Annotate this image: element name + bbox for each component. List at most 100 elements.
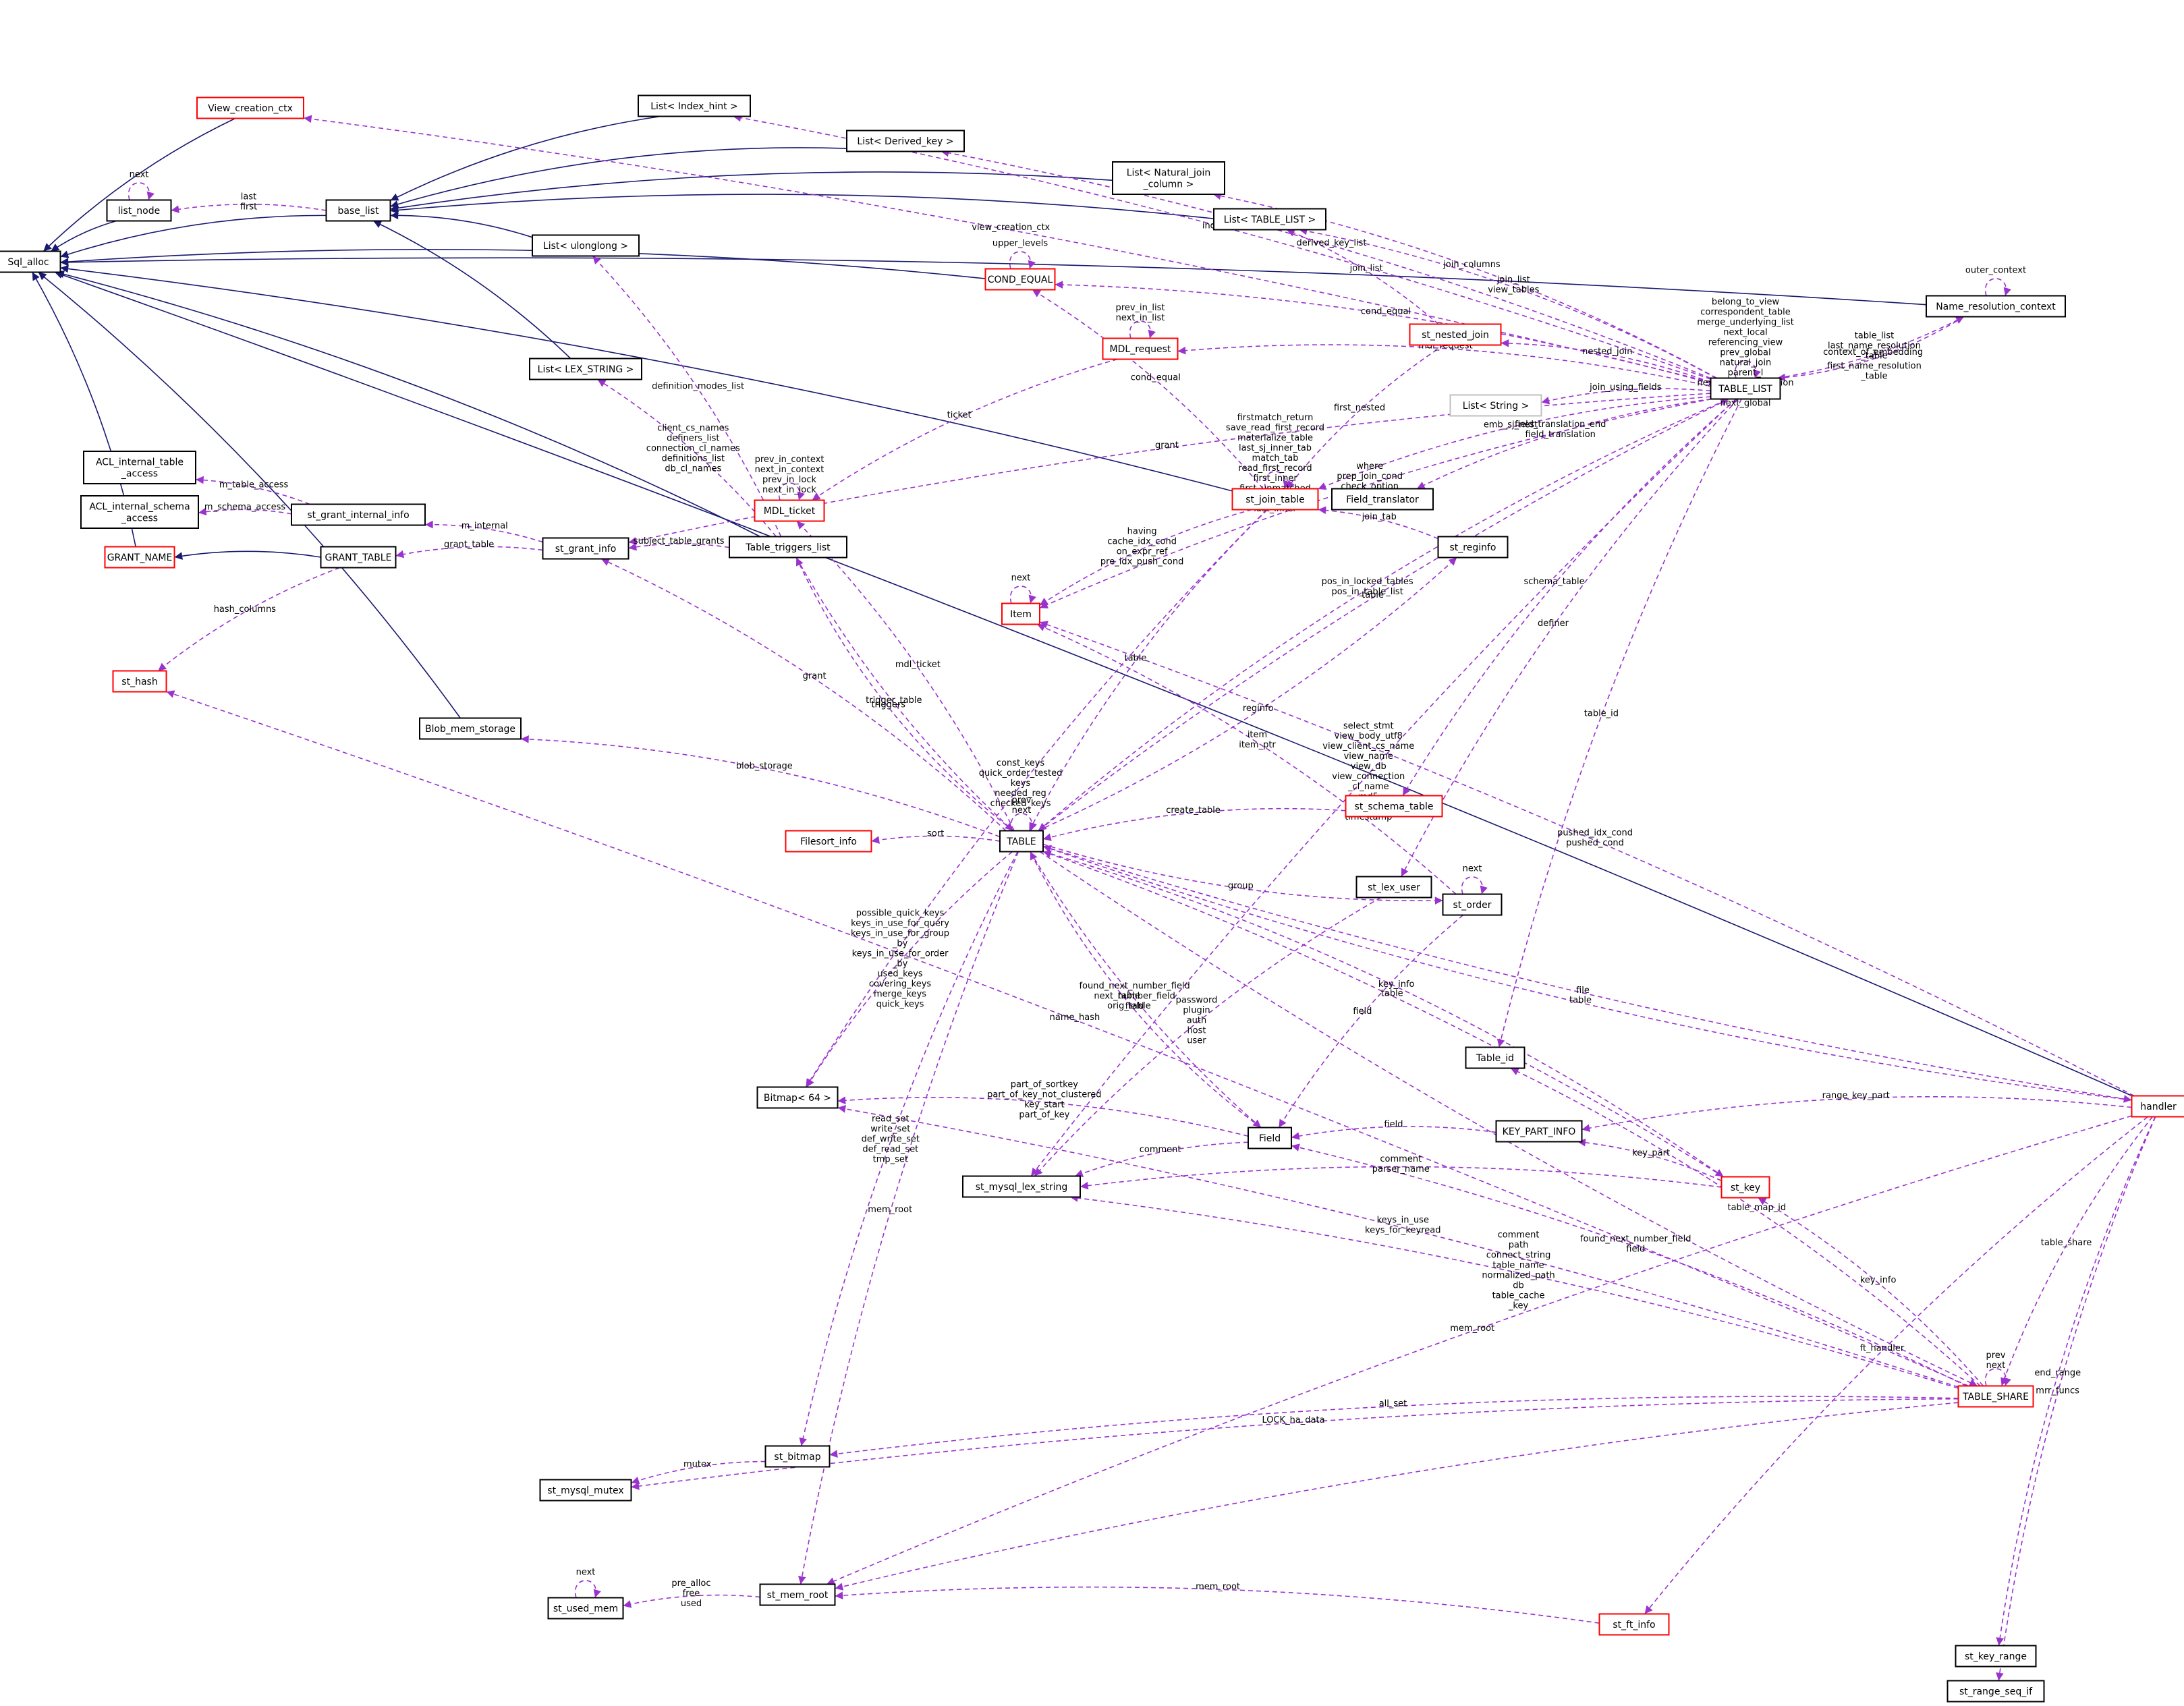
node-box: [1409, 323, 1502, 346]
node-list-table-list[interactable]: List< TABLE_LIST >: [1213, 208, 1326, 231]
node-table-triggers-list[interactable]: Table_triggers_list: [729, 536, 847, 559]
node-label: Field_translator: [1346, 494, 1419, 505]
node-view-creation-ctx[interactable]: View_creation_ctx: [196, 96, 304, 119]
node-st-mysql-mutex[interactable]: st_mysql_mutex: [539, 1479, 632, 1502]
node-bitmap64[interactable]: Bitmap< 64 >: [756, 1086, 839, 1109]
edge-label-table-share-to-st-key: key_info: [1860, 1276, 1897, 1286]
node-list-index-hint[interactable]: List< Index_hint >: [638, 94, 751, 117]
node-st-order[interactable]: st_order: [1442, 893, 1503, 916]
edge-label-table-share-to-st-bitmap: all_set: [1379, 1399, 1407, 1409]
usage-edge-st-mem-root-to-st-used-mem: [623, 1594, 760, 1608]
node-box: [1437, 536, 1509, 559]
node-st-bitmap[interactable]: st_bitmap: [764, 1445, 831, 1468]
node-table-id[interactable]: Table_id: [1465, 1046, 1525, 1069]
usage-edge-st-grant-internal-info-to-acl-internal-schema-access: [198, 507, 292, 516]
node-base-list[interactable]: base_list: [325, 199, 391, 222]
node-grant-table[interactable]: GRANT_TABLE: [320, 546, 397, 569]
edge-label-table-triggers-list-to-st-grant-info: subject_table_grants: [634, 536, 725, 546]
edge-label-table-to-handler: file: [1576, 986, 1590, 996]
node-cond-equal[interactable]: COND_EQUAL: [984, 268, 1056, 291]
node-table-share[interactable]: TABLE_SHARE: [1957, 1385, 2034, 1408]
edge-label-table-list-to-list-string: join_using_fields: [1589, 382, 1662, 393]
node-label: MDL_ticket: [764, 506, 816, 517]
usage-edge-table-to-field: [1030, 851, 1262, 1129]
node-st-hash[interactable]: st_hash: [112, 670, 167, 693]
node-label: List< Derived_key >: [857, 136, 953, 147]
node-st-schema-table[interactable]: st_schema_table: [1345, 795, 1443, 818]
node-box: [1345, 795, 1443, 818]
node-st-join-table[interactable]: st_join_table: [1231, 488, 1319, 511]
node-box: [754, 499, 825, 522]
node-table[interactable]: TABLE: [999, 830, 1044, 853]
node-st-mysql-lex-string[interactable]: st_mysql_lex_string: [962, 1175, 1081, 1198]
node-table-list[interactable]: TABLE_LIST: [1710, 377, 1781, 400]
node-st-ft-info[interactable]: st_ft_info: [1598, 1613, 1670, 1636]
node-sql-alloc[interactable]: Sql_alloc: [0, 250, 61, 273]
edge-label-st-ft-info-to-st-mem-root: mem_root: [1196, 1582, 1240, 1592]
edge-label-table-list-to-table: table: [1362, 590, 1384, 600]
node-acl-internal-table-access[interactable]: ACL_internal_table_access: [83, 451, 196, 484]
node-label: ACL_internal_schema_access: [89, 502, 190, 524]
node-list-derived-key[interactable]: List< Derived_key >: [846, 130, 965, 152]
node-list-natural-join[interactable]: List< Natural_join_column >: [1112, 161, 1225, 195]
node-st-nested-join[interactable]: st_nested_join: [1409, 323, 1502, 346]
edge-label-table-to-mdl-ticket: mdl_ticket: [895, 660, 941, 670]
usage-edge-table-list-to-st-grant-info: [628, 393, 1711, 545]
node-acl-internal-schema-access[interactable]: ACL_internal_schema_access: [80, 495, 199, 529]
usage-edge-table-list-to-st-lex-user: [1401, 398, 1739, 877]
node-box: [1449, 394, 1542, 417]
node-key-part-info[interactable]: KEY_PART_INFO: [1495, 1120, 1583, 1143]
node-st-range-seq-if[interactable]: st_range_seq_if: [1947, 1680, 2045, 1703]
node-blob-mem-storage[interactable]: Blob_mem_storage: [419, 717, 522, 740]
edge-label-table-list-to-list-derived-key: derived_key_list: [1297, 238, 1367, 248]
usage-edge-key-part-info-to-field: [1291, 1126, 1496, 1140]
node-st-key[interactable]: st_key: [1720, 1176, 1770, 1199]
edge-label-table-list-to-st-grant-info: grant: [1155, 440, 1179, 451]
node-name-resolution-context[interactable]: Name_resolution_context: [1926, 295, 2066, 318]
node-st-mem-root[interactable]: st_mem_root: [759, 1583, 836, 1606]
inheritance-edge-view-creation-ctx-to-sql-alloc: [43, 117, 235, 252]
edge-label-st-schema-table-to-table: create_table: [1166, 805, 1221, 816]
edge-label-table-list-to-list-natural-join: join_columns: [1443, 260, 1501, 270]
node-grant-name[interactable]: GRANT_NAME: [104, 546, 175, 569]
node-label: st_schema_table: [1355, 801, 1434, 812]
usage-edge-table-list-to-st-nested-join: [1501, 339, 1711, 383]
node-label: st_order: [1453, 900, 1491, 911]
node-box: [320, 546, 397, 569]
node-mdl-request[interactable]: MDL_request: [1102, 337, 1179, 360]
node-st-grant-info[interactable]: st_grant_info: [542, 537, 629, 560]
node-box: [1231, 488, 1319, 511]
node-box: [1213, 208, 1326, 231]
node-st-key-range[interactable]: st_key_range: [1955, 1645, 2037, 1668]
node-handler[interactable]: handler: [2131, 1095, 2184, 1118]
node-box: [325, 199, 391, 222]
node-list-ulonglong[interactable]: List< ulonglong >: [532, 234, 640, 257]
usage-edge-handler-to-st-ft-info: [1644, 1116, 2148, 1615]
node-item[interactable]: Item: [1001, 602, 1040, 625]
node-box: [104, 546, 175, 569]
node-st-grant-internal-info[interactable]: st_grant_internal_info: [291, 503, 426, 526]
edge-label-st-grant-internal-info-to-acl-internal-schema-access: m_schema_access: [204, 502, 285, 512]
node-list-lex-string[interactable]: List< LEX_STRING >: [529, 358, 642, 380]
node-mdl-ticket[interactable]: MDL_ticket: [754, 499, 825, 522]
node-filesort-info[interactable]: Filesort_info: [785, 830, 872, 853]
usage-edge-table-to-st-grant-info: [600, 558, 1007, 832]
usage-edge-table-to-mdl-ticket: [796, 520, 1015, 831]
node-list-node[interactable]: list_node: [106, 199, 172, 222]
node-list-string[interactable]: List< String >: [1449, 394, 1542, 417]
edge-label-grant-table-to-st-hash: hash_columns: [214, 604, 277, 615]
usage-edge-table-list-to-view-creation-ctx: [303, 115, 1711, 383]
inheritance-edge-blob-mem-storage-to-sql-alloc: [38, 271, 461, 718]
node-st-used-mem[interactable]: st_used_mem: [547, 1597, 624, 1620]
node-field[interactable]: Field: [1248, 1127, 1292, 1149]
node-field-translator[interactable]: Field_translator: [1331, 488, 1434, 511]
usage-edge-list-node-to-list-node: [128, 182, 155, 200]
node-st-reginfo[interactable]: st_reginfo: [1437, 536, 1509, 559]
node-box: [1442, 893, 1503, 916]
usage-edge-mdl-request-to-mdl-ticket: [812, 358, 1118, 501]
node-st-lex-user[interactable]: st_lex_user: [1355, 876, 1432, 899]
